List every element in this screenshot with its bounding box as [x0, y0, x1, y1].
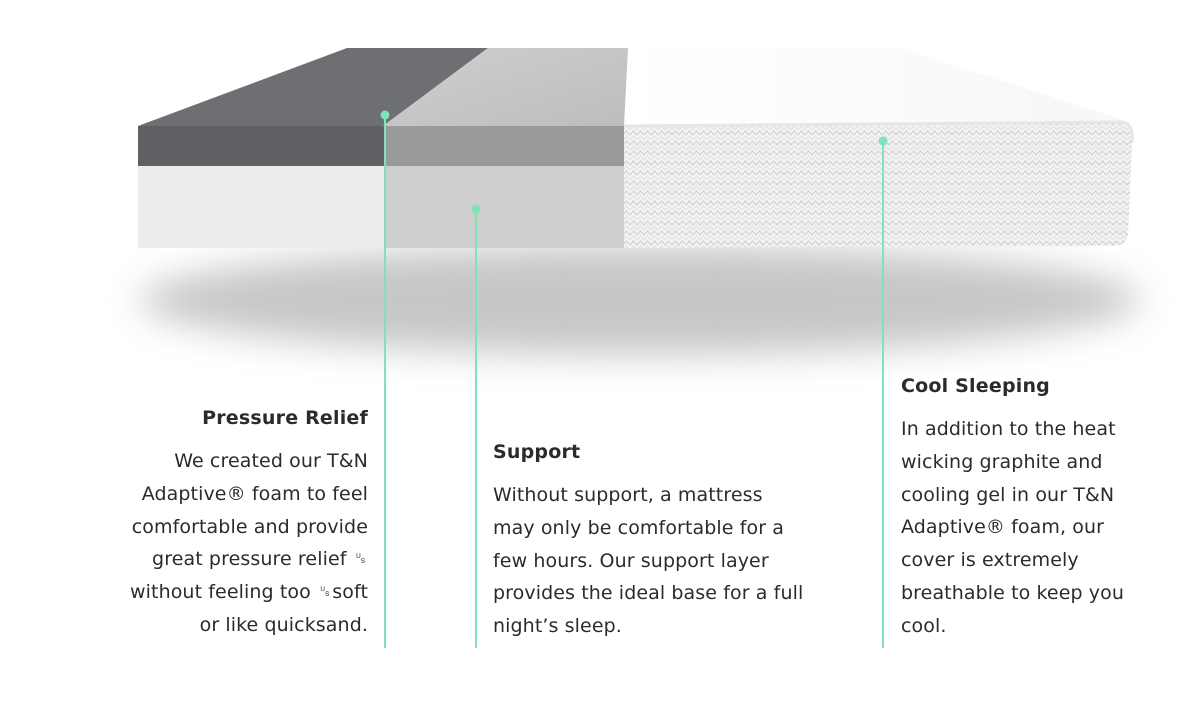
- callout-pressure-relief: [380, 110, 390, 648]
- top-foam-layer-cut: [385, 126, 624, 166]
- text-line: Without support, a mattress: [493, 484, 763, 506]
- text-line: great pressure relief ␟: [152, 548, 368, 571]
- text-line: Adaptive® foam to feel: [141, 482, 368, 505]
- text-line: provides the ideal base for a full: [493, 582, 804, 605]
- pressure-relief-block: Pressure Relief We created our T&N Adapt…: [90, 407, 368, 642]
- callout-cool-sleeping: [878, 136, 888, 648]
- cool-sleeping-title: Cool Sleeping: [901, 375, 1050, 397]
- support-layer: [138, 166, 385, 248]
- text-line: night’s sleep.: [493, 615, 622, 638]
- mattress-shadow: [140, 245, 1140, 355]
- pressure-relief-title: Pressure Relief: [202, 407, 368, 429]
- text-line: may only be comfortable for a: [493, 516, 785, 539]
- support-block: Support Without support, a mattress may …: [493, 441, 823, 643]
- top-foam-layer: [138, 126, 385, 166]
- support-layer-cut: [385, 166, 624, 248]
- cover-top-surface: [624, 48, 1130, 126]
- text-line: or like quicksand.: [199, 613, 368, 636]
- support-title: Support: [493, 441, 581, 463]
- text-line: breathable to keep you: [901, 581, 1125, 604]
- text-line: without feeling too ␟soft: [130, 581, 368, 604]
- text-line: few hours. Our support layer: [493, 549, 769, 572]
- pressure-relief-text: We created our T&N Adaptive® foam to fee…: [90, 445, 368, 642]
- text-line: We created our T&N: [174, 450, 368, 472]
- text-line: In addition to the heat: [901, 418, 1116, 440]
- support-text: Without support, a mattress may only be …: [493, 479, 823, 643]
- cover-edge: [623, 120, 1134, 143]
- top-foam-top-surface: [138, 48, 488, 126]
- support-top-surface: [383, 48, 628, 126]
- text-line: Adaptive® foam, our: [901, 516, 1105, 539]
- text-line: cover is extremely: [901, 549, 1079, 572]
- text-line: comfortable and provide: [131, 515, 368, 538]
- cool-sleeping-block: Cool Sleeping In addition to the heat wi…: [901, 375, 1191, 643]
- text-line: cool.: [901, 614, 947, 637]
- cool-sleeping-text: In addition to the heat wicking graphite…: [901, 413, 1191, 643]
- callout-support: [471, 204, 481, 648]
- text-line: cooling gel in our T&N: [901, 483, 1115, 506]
- text-line: wicking graphite and: [901, 450, 1103, 473]
- cover-front: [624, 122, 1133, 248]
